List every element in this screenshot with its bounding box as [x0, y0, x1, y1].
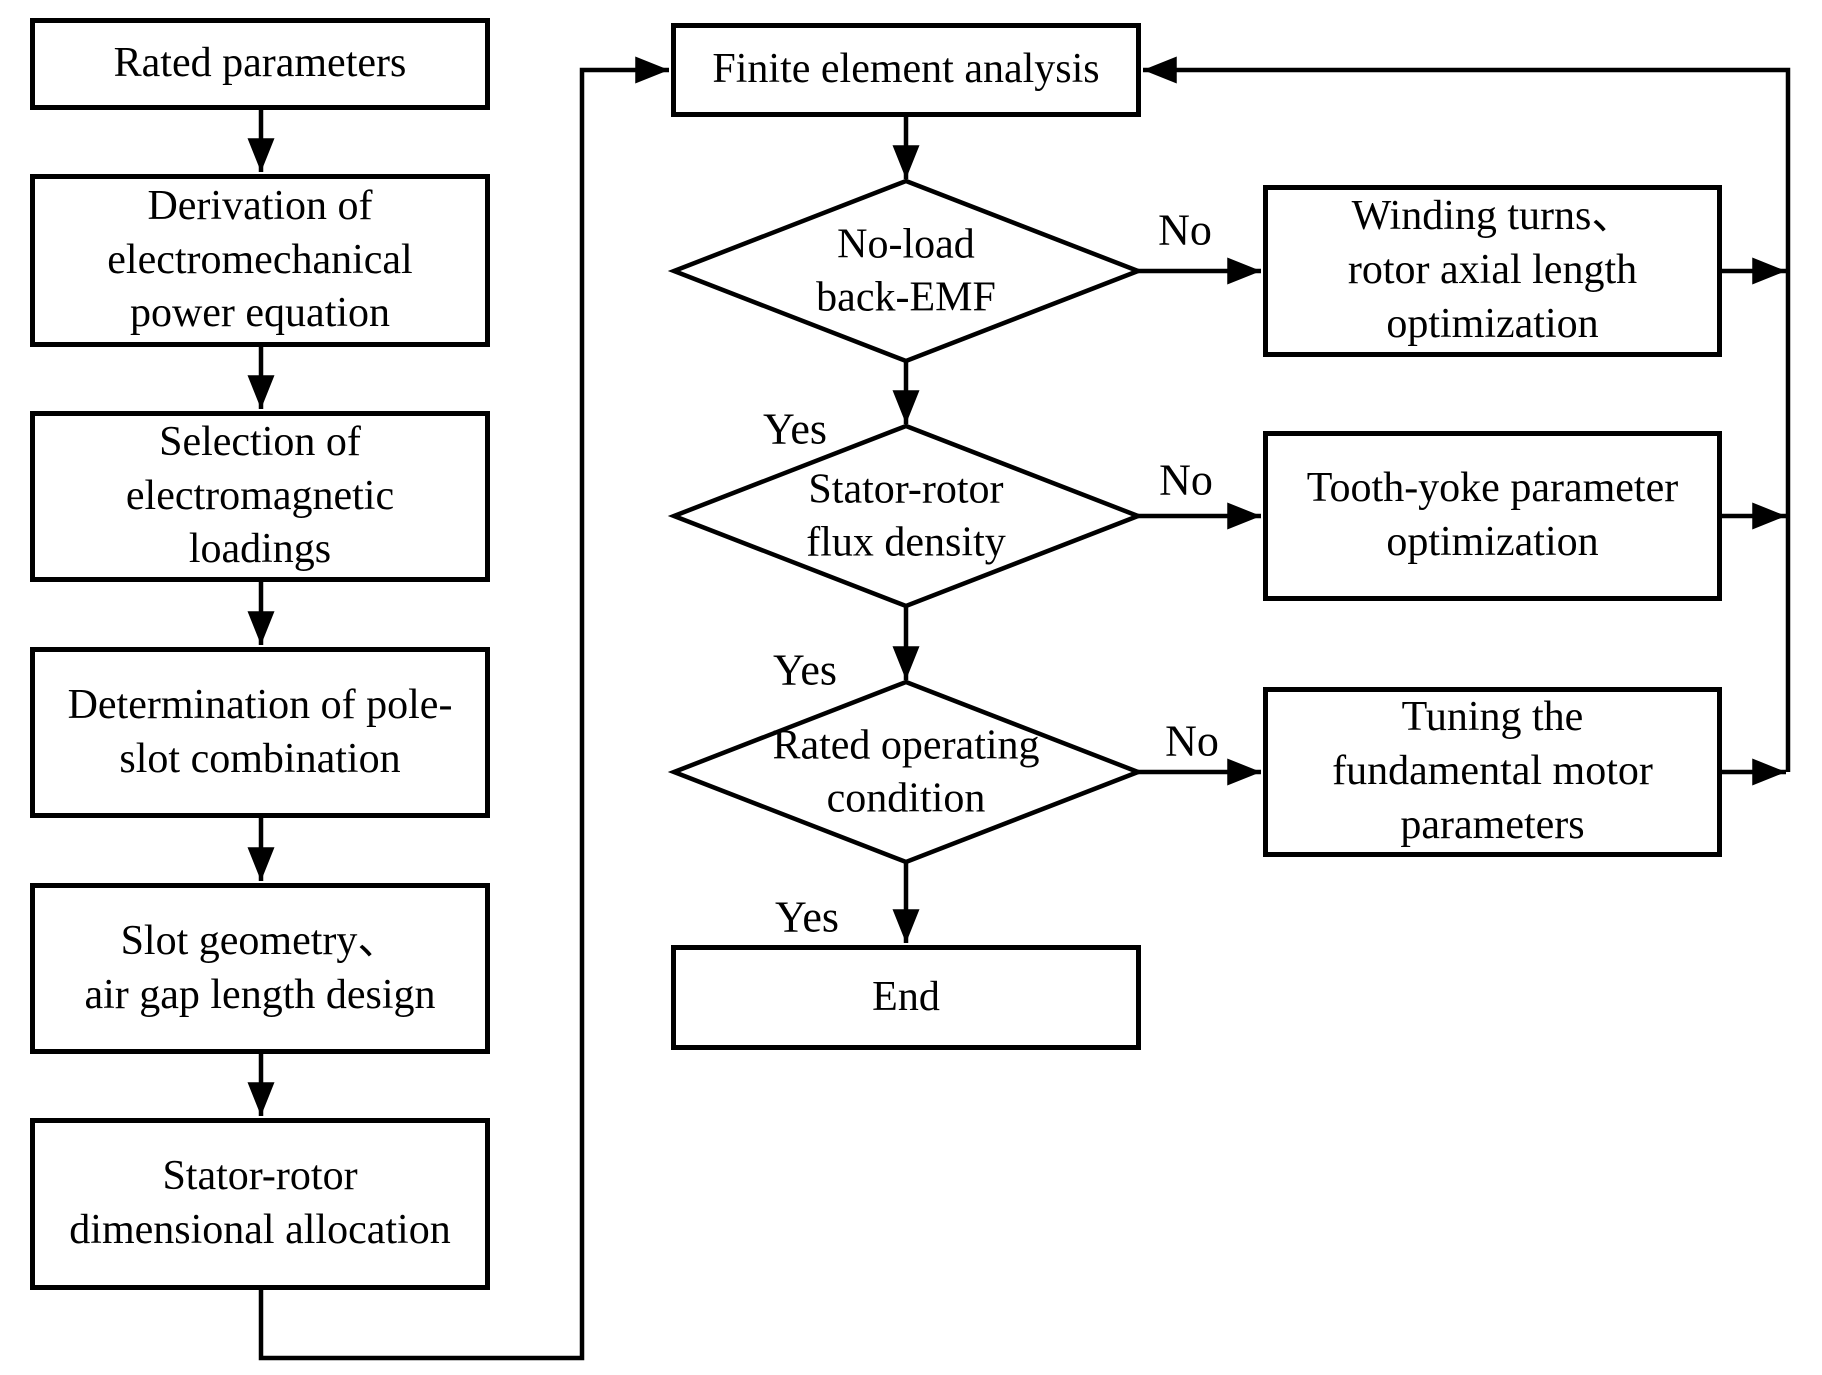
yes-label-rated-condition: Yes: [774, 892, 840, 942]
connector-allocation-to-fea: [258, 56, 669, 1361]
process-box-slot-geometry-air-gap: Slot geometry、 air gap length design: [30, 883, 490, 1054]
process-box-rated-parameters: Rated parameters: [30, 18, 490, 110]
yes-label-flux-density: Yes: [772, 645, 838, 695]
process-box-tuning-motor-parameters: Tuning the fundamental motor parameters: [1263, 687, 1722, 857]
process-box-stator-rotor-allocation: Stator-rotor dimensional allocation: [30, 1118, 490, 1290]
process-box-winding-turns-optimization: Winding turns、 rotor axial length optimi…: [1263, 185, 1722, 357]
process-box-tooth-yoke-optimization: Tooth-yoke parameter optimization: [1263, 431, 1722, 601]
end-box: End: [671, 945, 1141, 1050]
process-box-electromagnetic-loadings: Selection of electromagnetic loadings: [30, 411, 490, 582]
yes-label-back-emf: Yes: [762, 404, 828, 454]
no-label-flux-density: No: [1159, 455, 1213, 505]
process-box-pole-slot-combination: Determination of pole- slot combination: [30, 647, 490, 818]
decision-diamond-no-load-back-emf: [667, 178, 1145, 364]
process-box-derivation-power-equation: Derivation of electromechanical power eq…: [30, 174, 490, 347]
decision-diamond-rated-operating-condition: [667, 679, 1145, 865]
decision-diamond-stator-rotor-flux-density: [667, 423, 1145, 609]
no-label-back-emf: No: [1158, 205, 1212, 255]
no-label-rated-condition: No: [1165, 716, 1219, 766]
feedback-line-to-fea: [1143, 56, 1791, 772]
decision-label-rated-operating-condition: Rated operating condition: [772, 722, 1040, 822]
decision-label-no-load-back-emf: No-load back-EMF: [816, 221, 996, 321]
decision-label-stator-rotor-flux-density: Stator-rotor flux density: [806, 466, 1006, 566]
process-box-finite-element-analysis: Finite element analysis: [671, 23, 1141, 117]
